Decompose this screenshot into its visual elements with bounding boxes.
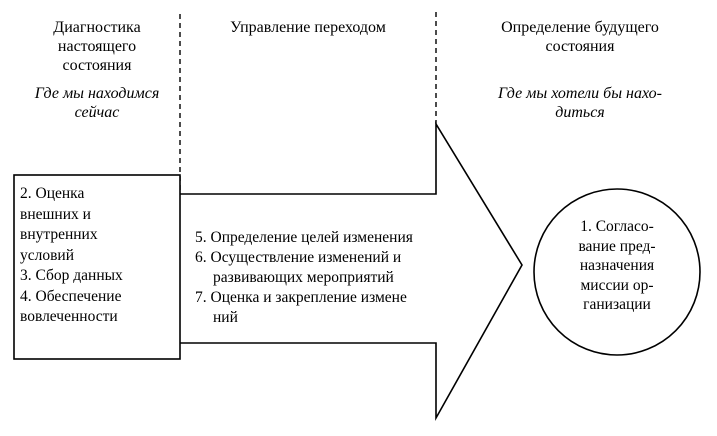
arrow-line: 7. Оценка и закрепление измене xyxy=(195,289,407,306)
box-line: 4. Обеспечение xyxy=(20,287,122,305)
box-line: 3. Сбор данных xyxy=(20,267,123,284)
current-state-box xyxy=(13,174,181,360)
box-line: вовлеченности xyxy=(20,308,118,325)
transition-heading: Управление переходом xyxy=(230,19,386,36)
circle-line: ганизации xyxy=(583,296,651,313)
current-state-question: Где мы находимся сейчас xyxy=(14,84,180,122)
future-state-heading-line: состояния xyxy=(545,38,615,55)
current-state-question-line: Где мы находимся xyxy=(34,85,160,102)
transition-arrow-outline xyxy=(180,121,523,422)
current-state-heading-line: Диагностика xyxy=(53,19,141,36)
circle-line: миссии ор- xyxy=(580,276,654,294)
circle-line: вание пред- xyxy=(578,237,656,255)
future-state-heading: Определение будущего состояния xyxy=(450,18,710,56)
future-state-question: Где мы хотели бы нахо- диться xyxy=(450,84,710,122)
future-state-circle xyxy=(533,188,701,356)
arrow-line: 5. Определение целей изменения xyxy=(195,229,413,246)
box-line: условий xyxy=(20,246,75,264)
current-state-box-text: 2. Оценка внешних и внутренних условий 3… xyxy=(20,184,123,328)
future-state-question-line: диться xyxy=(555,104,605,121)
box-line: внешних и xyxy=(20,205,91,223)
current-state-heading-line: настоящего xyxy=(57,38,137,55)
future-state-question-line: Где мы хотели бы нахо- xyxy=(497,85,663,102)
circle-line: назначения xyxy=(579,257,655,274)
box-line: внутренних xyxy=(20,226,98,243)
future-state-heading-line: Определение будущего xyxy=(501,19,659,36)
arrow-line: развивающих мероприятий xyxy=(213,269,394,286)
transition-arrow-text: 5. Определение целей изменения 6. Осущес… xyxy=(195,228,413,328)
future-state-circle-text: 1. Согласо- вание пред- назначения мисси… xyxy=(542,217,692,315)
arrow-line: ний xyxy=(213,309,238,326)
current-state-heading: Диагностика настоящего состояния xyxy=(14,18,180,75)
circle-line: 1. Согласо- xyxy=(580,218,654,235)
box-line: 2. Оценка xyxy=(20,185,85,202)
arrow-line: 6. Осуществление изменений и xyxy=(195,249,402,266)
current-state-heading-line: состояния xyxy=(62,57,132,74)
current-state-question-line: сейчас xyxy=(74,104,120,121)
